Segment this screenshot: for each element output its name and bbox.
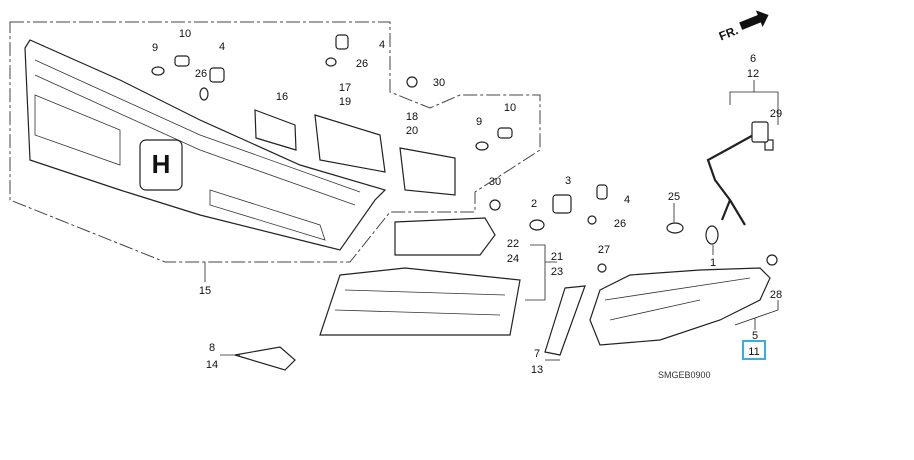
callout-29[interactable]: 29: [770, 108, 782, 120]
callout-26[interactable]: 26: [356, 58, 368, 70]
callout-1[interactable]: 1: [710, 257, 716, 269]
callout-10[interactable]: 10: [504, 102, 516, 114]
callout-9[interactable]: 9: [476, 116, 482, 128]
bulbs-middle: [529, 139, 778, 273]
gasket-18-20: [399, 147, 456, 196]
gasket-16: [254, 109, 297, 151]
callout-15[interactable]: 15: [199, 285, 211, 297]
callout-22[interactable]: 22: [507, 238, 519, 250]
diagram-code: SMGEB0900: [658, 370, 711, 380]
callout-4[interactable]: 4: [624, 194, 630, 206]
callout-7[interactable]: 7: [534, 348, 540, 360]
outer-combination-lamp: [589, 267, 771, 346]
callout-4[interactable]: 4: [219, 41, 225, 53]
callout-6[interactable]: 6: [750, 53, 756, 65]
callout-5[interactable]: 5: [752, 330, 758, 342]
callout-17[interactable]: 17: [339, 82, 351, 94]
callout-18[interactable]: 18: [406, 111, 418, 123]
front-direction-indicator: FR.: [717, 10, 769, 43]
front-grille: H: [24, 39, 387, 251]
callout-23[interactable]: 23: [551, 266, 563, 278]
callout-24[interactable]: 24: [507, 253, 519, 265]
callout-3[interactable]: 3: [565, 175, 571, 187]
callout-28[interactable]: 28: [770, 289, 782, 301]
callout-20[interactable]: 20: [406, 125, 418, 137]
gasket-17-19: [314, 114, 386, 173]
callout-12[interactable]: 12: [747, 68, 759, 80]
callout-10[interactable]: 10: [179, 28, 191, 40]
grille-group-outline: [9, 21, 541, 263]
callout-19[interactable]: 19: [339, 96, 351, 108]
callout-26[interactable]: 26: [614, 218, 626, 230]
lamp-bracket: [544, 285, 586, 356]
callout-8[interactable]: 8: [209, 342, 215, 354]
callout-14[interactable]: 14: [206, 359, 218, 371]
callout-26[interactable]: 26: [195, 68, 207, 80]
callout-4[interactable]: 4: [379, 39, 385, 51]
callout-11[interactable]: 11: [748, 346, 759, 358]
highlight-box-11[interactable]: [742, 340, 766, 360]
bulbs-top: [151, 34, 513, 211]
wire-harness: [706, 132, 758, 226]
callout-30[interactable]: 30: [489, 176, 501, 188]
honda-emblem: H: [152, 149, 171, 179]
callout-30[interactable]: 30: [433, 77, 445, 89]
callout-21[interactable]: 21: [551, 251, 563, 263]
callout-2[interactable]: 2: [531, 198, 537, 210]
callout-13[interactable]: 13: [531, 364, 543, 376]
arrow-icon: [739, 10, 769, 30]
inner-lamp: [319, 267, 521, 336]
side-reflector: [234, 346, 296, 371]
callout-9[interactable]: 9: [152, 42, 158, 54]
svg-text:FR.: FR.: [717, 23, 740, 43]
gasket-22-24: [394, 217, 496, 256]
callout-27[interactable]: 27: [598, 244, 610, 256]
callout-25[interactable]: 25: [668, 191, 680, 203]
callout-16[interactable]: 16: [276, 91, 288, 103]
